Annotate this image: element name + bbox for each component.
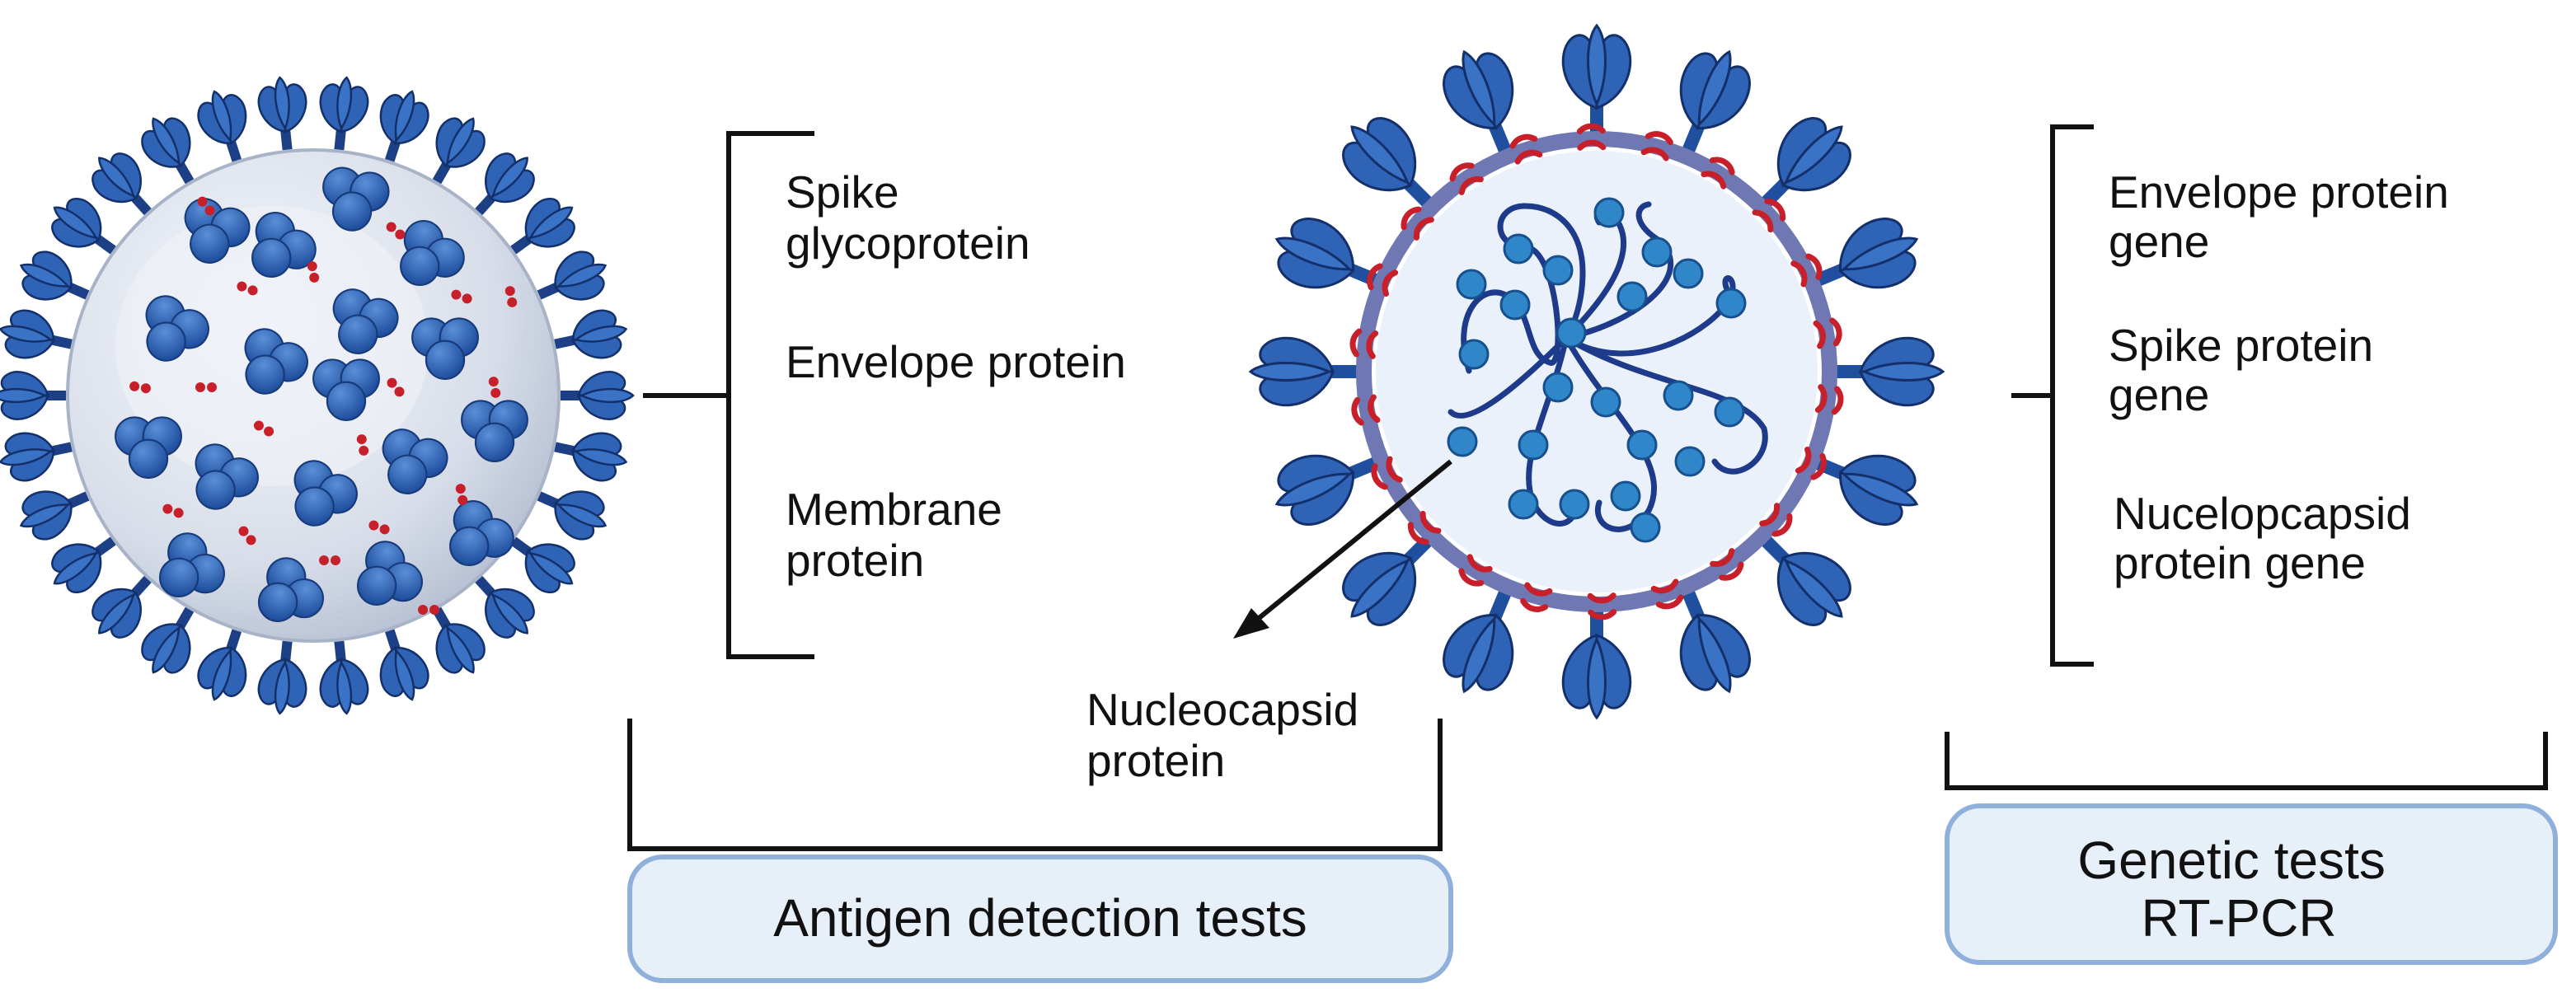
antigen-bracket bbox=[643, 131, 814, 659]
arrow-icon bbox=[1233, 459, 1452, 639]
label-envelope-protein-gene: Envelope protein gene bbox=[2109, 166, 2461, 267]
genetic-tests-bracket bbox=[1945, 732, 2548, 790]
label-spike-protein-gene: Spike protein gene bbox=[2109, 320, 2386, 420]
antigen-tests-box: Antigen detection tests bbox=[627, 855, 1453, 983]
antigen-tests-label: Antigen detection tests bbox=[773, 888, 1307, 948]
label-nucleocapsid-protein: Nucleocapsid protein bbox=[1086, 684, 1371, 786]
coronavirus-outer-icon bbox=[0, 73, 635, 718]
label-nucleocapsid-protein-gene: Nucelopcapsid protein gene bbox=[2114, 488, 2424, 588]
label-membrane-protein: Membrane protein bbox=[786, 484, 1015, 586]
label-envelope-protein: Envelope protein bbox=[786, 336, 1126, 387]
rna-nucleocapsid bbox=[1447, 197, 1768, 543]
label-spike-glycoprotein: Spike glycoprotein bbox=[786, 166, 1030, 269]
genetic-bracket bbox=[2011, 124, 2094, 667]
antigen-tests-bracket bbox=[627, 719, 1443, 851]
genetic-tests-label: Genetic tests RT-PCR bbox=[2077, 831, 2400, 948]
genetic-tests-box: Genetic tests RT-PCR bbox=[1945, 803, 2558, 965]
virion-membrane bbox=[1351, 126, 1842, 617]
